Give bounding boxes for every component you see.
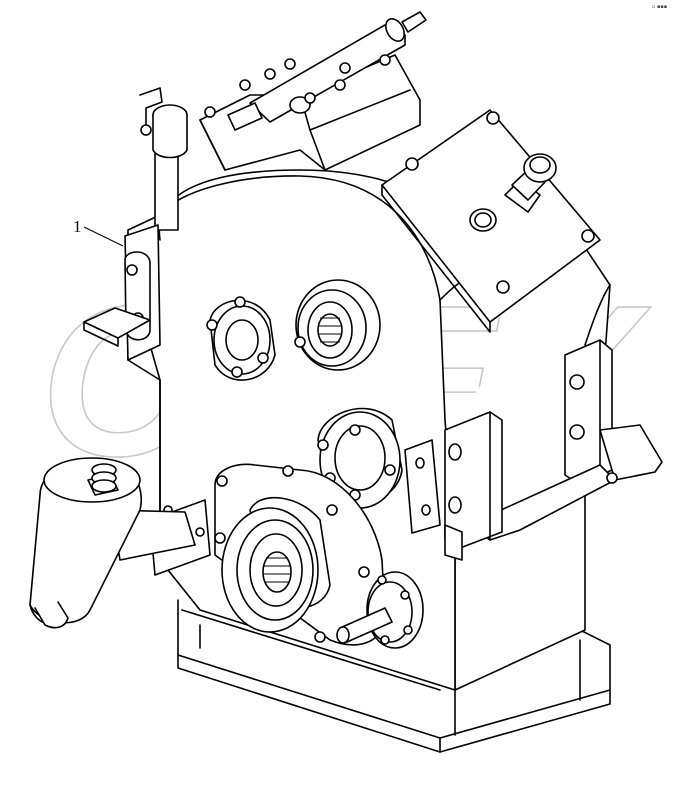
valve-fitting [289,96,311,114]
upper-shaft-coupling [294,279,381,371]
callout-leader-line [83,226,124,247]
breather-tube [139,87,188,231]
filter-pump [29,457,211,629]
inspection-cover [381,109,601,333]
callout-label-1: 1 [73,217,82,236]
shift-knob [504,153,557,213]
top-valve-block [199,11,427,171]
left-bracket [83,224,161,361]
side-tab [404,439,441,534]
callout-1: 1 [73,217,124,247]
right-mount-bracket [467,339,663,541]
output-shaft [221,496,331,633]
middle-flange [317,407,403,509]
upper-left-flange [206,296,276,381]
center-mount-bracket [444,411,503,561]
top-block-bolts [204,54,391,118]
corner-mark: ▫ ▪▪▪ [652,4,667,10]
sight-glass [469,208,497,232]
pinion-flange [336,571,424,649]
filter-fitting [87,463,119,496]
